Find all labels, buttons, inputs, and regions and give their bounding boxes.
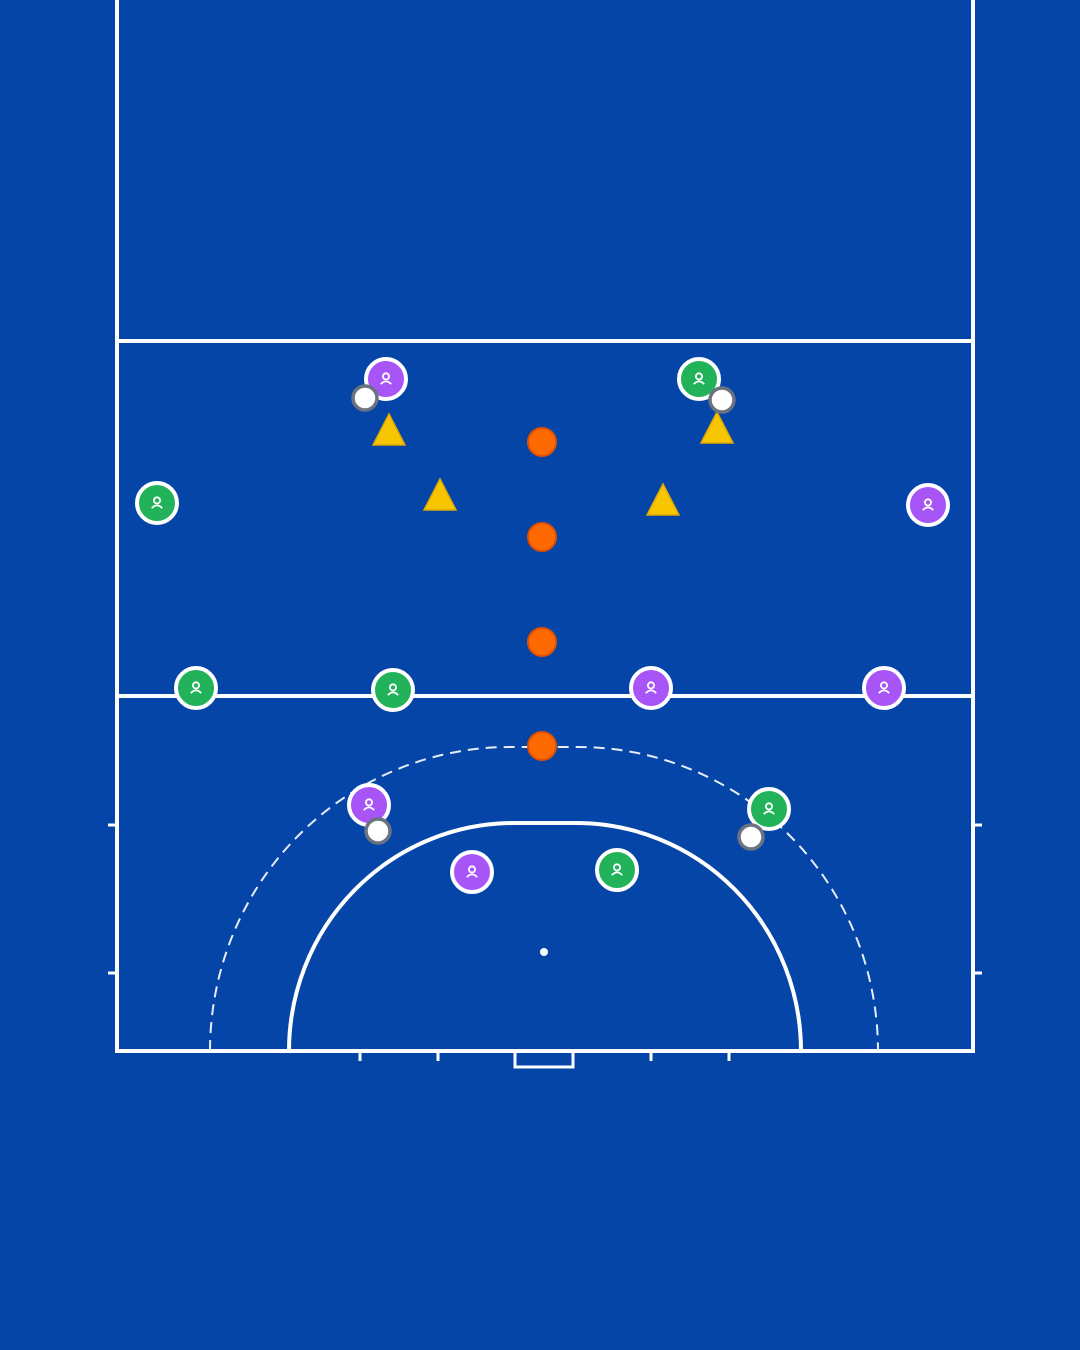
goal [513, 1049, 575, 1069]
ball-icon[interactable] [364, 817, 392, 845]
penalty-spot [540, 948, 548, 956]
disc-marker-icon[interactable] [527, 627, 557, 657]
disc-marker-icon[interactable] [527, 427, 557, 457]
ball-icon[interactable] [708, 386, 736, 414]
team-purple [347, 357, 950, 894]
balls [351, 384, 765, 851]
green-player[interactable] [595, 848, 639, 892]
purple-player[interactable] [450, 850, 494, 894]
disc-marker-icon[interactable] [527, 731, 557, 761]
shooting-circle [287, 821, 803, 1052]
ball-icon[interactable] [351, 384, 379, 412]
purple-player[interactable] [629, 666, 673, 710]
green-player[interactable] [677, 357, 721, 401]
purple-player[interactable] [906, 483, 950, 527]
team-green [135, 357, 791, 892]
disc-markers [527, 427, 557, 761]
ball-icon[interactable] [737, 823, 765, 851]
purple-player[interactable] [364, 357, 408, 401]
purple-player[interactable] [862, 666, 906, 710]
green-player[interactable] [174, 666, 218, 710]
cone-icon[interactable] [699, 410, 735, 444]
green-player[interactable] [371, 668, 415, 712]
cones [371, 410, 735, 516]
green-player[interactable] [135, 481, 179, 525]
green-player[interactable] [747, 787, 791, 831]
cone-icon[interactable] [371, 412, 407, 446]
cone-icon[interactable] [645, 482, 681, 516]
disc-marker-icon[interactable] [527, 522, 557, 552]
cone-icon[interactable] [422, 477, 458, 511]
